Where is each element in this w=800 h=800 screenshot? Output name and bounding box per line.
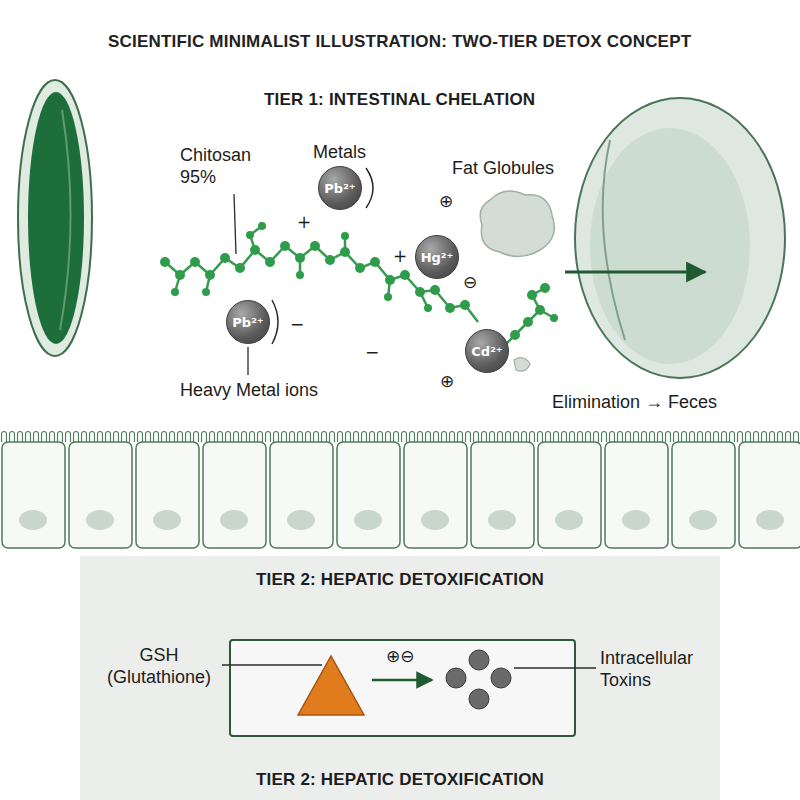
fat-globule bbox=[480, 191, 554, 257]
metal-ion: Hg²⁺ bbox=[415, 235, 459, 279]
chitosan-atoms bbox=[160, 222, 558, 340]
molecule-label: GSH (Glutathione) bbox=[100, 645, 218, 688]
hepatocyte-box bbox=[230, 640, 575, 736]
epithelial-cells bbox=[2, 442, 800, 548]
reaction-arrow bbox=[372, 679, 432, 682]
group-label: Metals bbox=[313, 142, 366, 164]
charge-sign: + bbox=[393, 246, 407, 266]
charge-sign: − bbox=[365, 342, 379, 362]
metal-ion: Pb²⁺ bbox=[226, 300, 270, 344]
charge-sign: + bbox=[297, 212, 311, 232]
toxin-dots bbox=[446, 650, 511, 709]
ion-symbol: Pb²⁺ bbox=[324, 181, 355, 196]
toxin-label: Intracellular Toxins bbox=[600, 648, 712, 691]
cell-nuclei bbox=[19, 510, 784, 530]
ion-symbol: Pb²⁺ bbox=[232, 315, 263, 330]
material-label: Chitosan 95% bbox=[180, 145, 264, 188]
metal-ion: Cd²⁺ bbox=[465, 329, 509, 373]
process-label: Elimination → Feces bbox=[552, 392, 717, 414]
leader-line bbox=[247, 347, 248, 375]
binding-arc bbox=[272, 300, 278, 344]
charge-sign: ⊕ bbox=[439, 191, 453, 211]
ion-symbol: Hg²⁺ bbox=[421, 250, 454, 265]
leader-line bbox=[222, 664, 322, 665]
leader-line bbox=[234, 194, 236, 254]
charge-sign: ⊖ bbox=[463, 272, 477, 292]
right-cell bbox=[575, 98, 785, 378]
panel-heading: TIER 2: HEPATIC DETOXIFICATION bbox=[256, 770, 544, 790]
group-label: Heavy Metal ions bbox=[180, 380, 318, 402]
tier2-panel-ground bbox=[80, 556, 720, 800]
charge-sign: ⊕ bbox=[440, 371, 454, 391]
panel-heading: TIER 2: HEPATIC DETOXIFICATION bbox=[256, 570, 544, 590]
microvilli bbox=[0, 430, 800, 443]
charge-sign: ⊕⊖ bbox=[386, 646, 415, 666]
elimination-arrow bbox=[565, 271, 705, 274]
group-label: Fat Globules bbox=[452, 158, 554, 180]
binding-arc bbox=[366, 168, 373, 208]
section-heading: TIER 1: INTESTINAL CHELATION bbox=[264, 90, 535, 110]
fat-droplet bbox=[514, 358, 530, 371]
metal-ion: Pb²⁺ bbox=[318, 166, 362, 210]
diagram-title: SCIENTIFIC MINIMALIST ILLUSTRATION: TWO-… bbox=[108, 32, 691, 52]
leader-line bbox=[514, 667, 596, 668]
chitosan-chain bbox=[165, 226, 554, 345]
charge-sign: − bbox=[290, 314, 304, 334]
ion-symbol: Cd²⁺ bbox=[471, 344, 502, 359]
left-cell bbox=[18, 80, 92, 356]
